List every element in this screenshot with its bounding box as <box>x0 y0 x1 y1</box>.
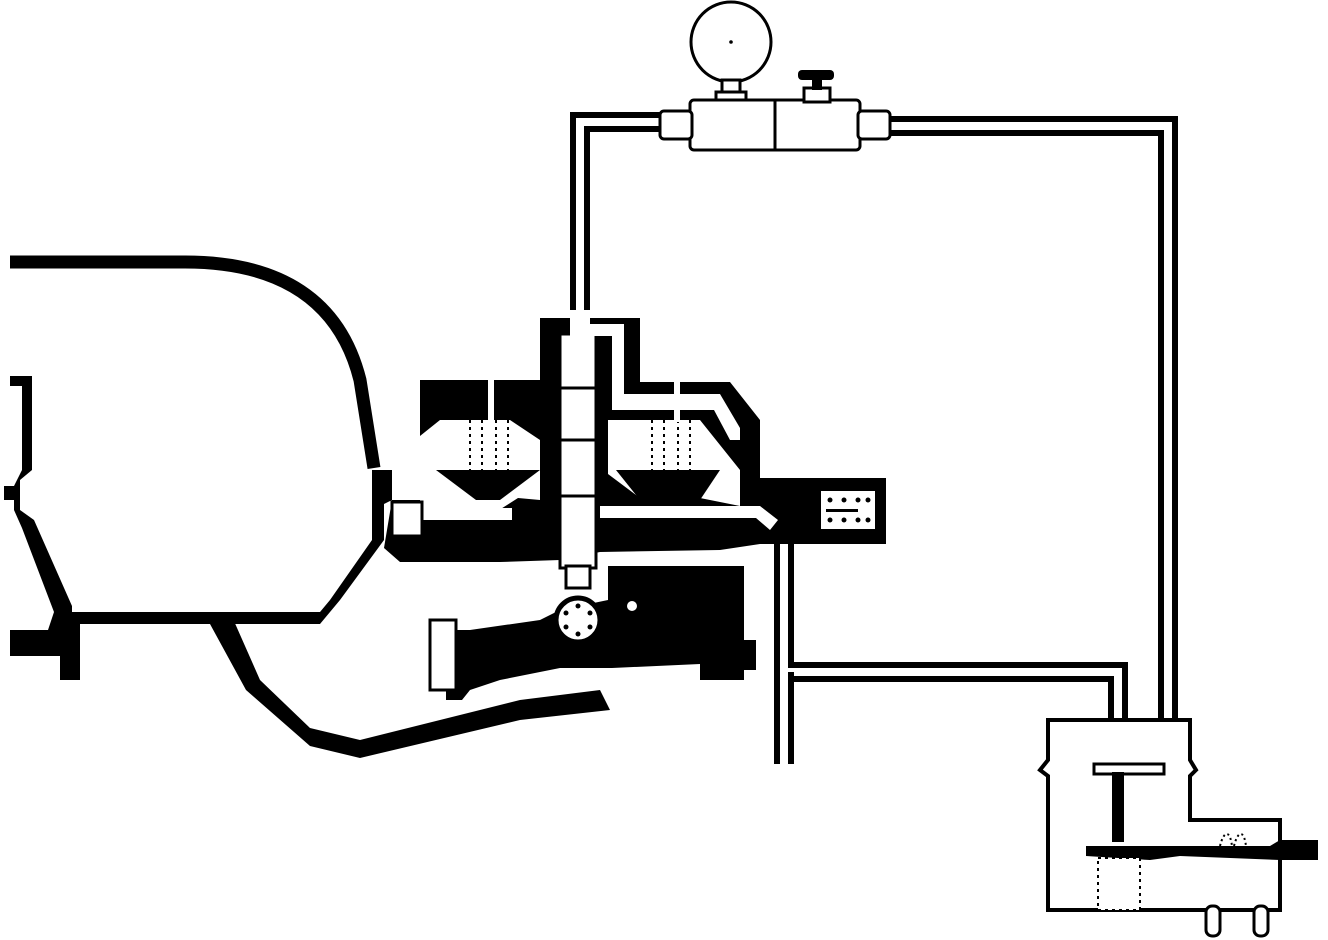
valve-icon <box>658 70 892 152</box>
gauge-icon <box>689 0 773 104</box>
lever-icon <box>428 566 756 700</box>
diaphragm-icon <box>384 310 886 590</box>
gauge-assembly <box>658 0 892 152</box>
pipe-left-riser <box>570 112 668 318</box>
pivot-holes <box>563 603 593 637</box>
tank-icon <box>4 255 610 758</box>
spring-right <box>651 420 691 470</box>
side-chamber-dots <box>827 497 871 523</box>
spring-left <box>469 420 509 470</box>
pipe-right-loop <box>880 116 1178 718</box>
pipe-network <box>570 112 1178 770</box>
reservoir-icon <box>1037 718 1318 938</box>
